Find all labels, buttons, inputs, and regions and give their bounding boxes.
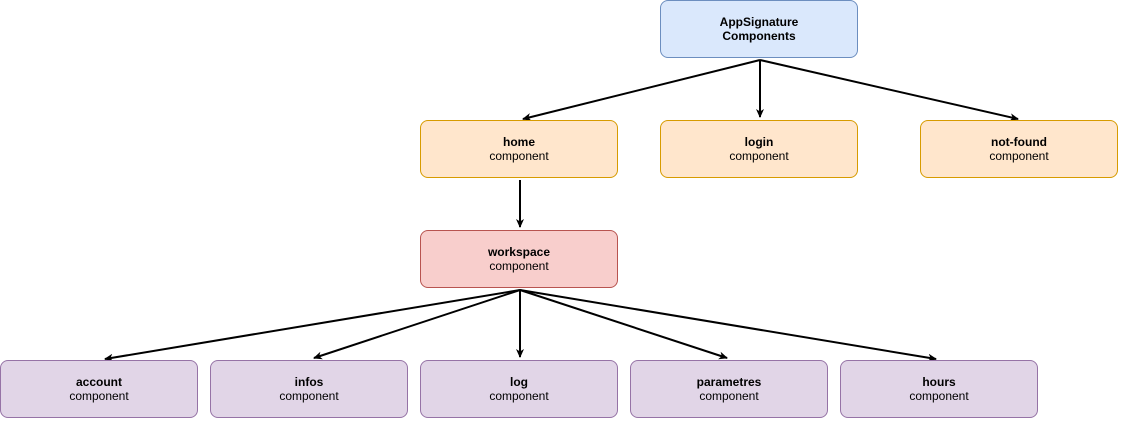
node-subtitle: Components (722, 29, 796, 43)
node-log-component: log component (420, 360, 618, 418)
node-title: home (502, 135, 535, 149)
node-login-component: login component (660, 120, 858, 178)
node-subtitle: component (489, 389, 549, 403)
node-title: infos (294, 375, 324, 389)
node-title: parametres (696, 375, 762, 389)
node-appsignature-components: AppSignature Components (660, 0, 858, 58)
node-home-component: home component (420, 120, 618, 178)
node-hours-component: hours component (840, 360, 1038, 418)
edge-root-home (522, 59, 761, 121)
node-title: hours (922, 375, 956, 389)
node-subtitle: component (489, 259, 549, 273)
node-workspace-component: workspace component (420, 230, 618, 288)
edge-workspace-infos (313, 289, 521, 360)
edge-workspace-parametres (519, 289, 728, 360)
node-parametres-component: parametres component (630, 360, 828, 418)
node-title: not-found (991, 135, 1047, 149)
node-title: account (75, 375, 122, 389)
node-title: login (744, 135, 774, 149)
node-subtitle: component (489, 149, 549, 163)
edge-workspace-account (104, 289, 521, 362)
edge-workspace-hours (519, 289, 937, 362)
node-subtitle: component (279, 389, 339, 403)
node-not-found-component: not-found component (920, 120, 1118, 178)
node-subtitle: component (699, 389, 759, 403)
node-infos-component: infos component (210, 360, 408, 418)
node-subtitle: component (729, 149, 789, 163)
node-subtitle: component (909, 389, 969, 403)
node-subtitle: component (989, 149, 1049, 163)
edge-root-not-found (759, 59, 1019, 122)
node-title: AppSignature (719, 15, 799, 29)
node-title: log (510, 375, 528, 389)
node-subtitle: component (69, 389, 129, 403)
node-account-component: account component (0, 360, 198, 418)
node-title: workspace (487, 245, 551, 259)
